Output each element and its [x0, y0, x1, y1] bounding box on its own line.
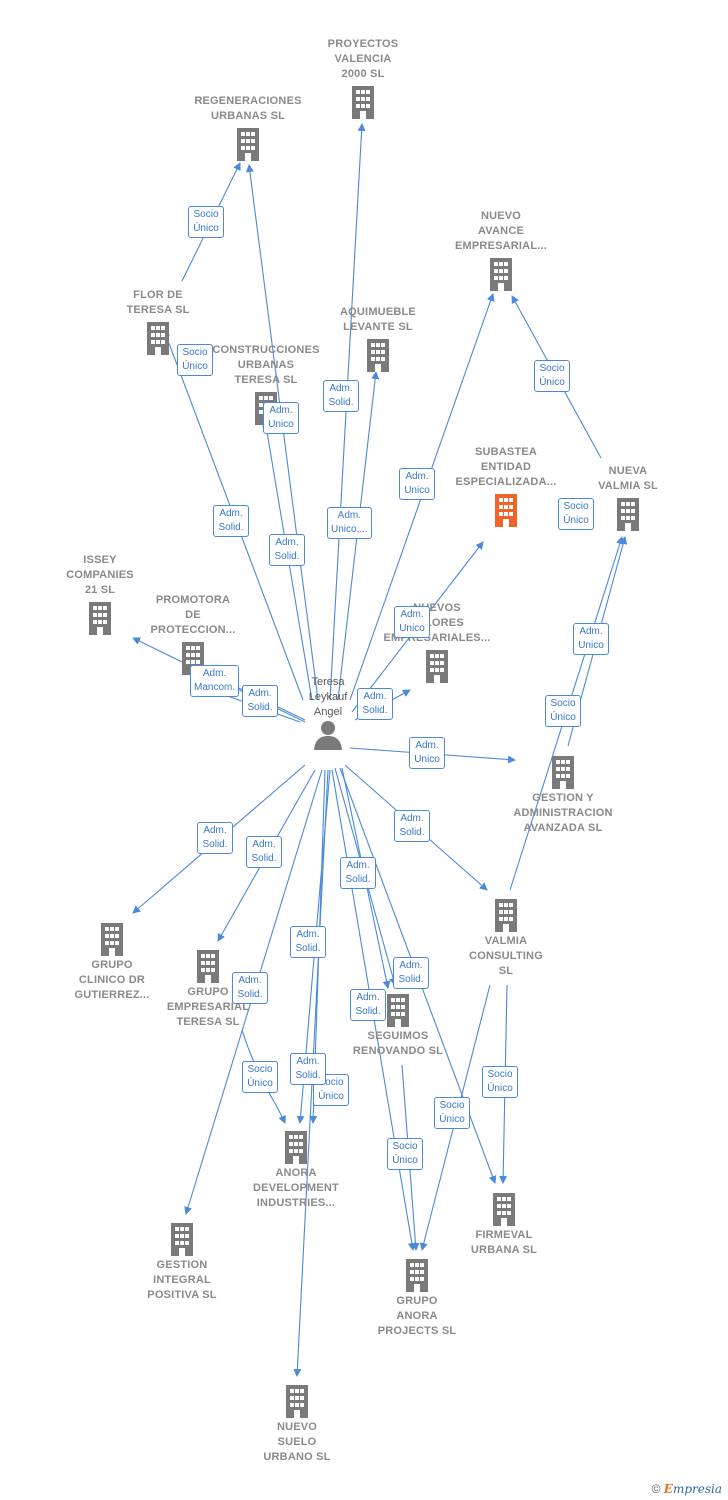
building-icon [406, 1259, 428, 1292]
edge-label[interactable]: Adm. Solid. [246, 836, 282, 868]
company-label: FLOR DE TERESA SL [126, 289, 190, 316]
edge-label[interactable]: Adm. Unico,... [327, 507, 372, 539]
building-icon [426, 650, 448, 683]
building-icon [367, 339, 389, 372]
company-nuevo-suelo[interactable]: NUEVO SUELO URBANO SL [227, 1385, 367, 1465]
edge-label[interactable]: Adm. Unico [399, 468, 435, 500]
company-subastea[interactable]: SUBASTEA ENTIDAD ESPECIALIZADA... [436, 446, 576, 527]
edge-label[interactable]: Socio Único [387, 1138, 423, 1170]
edge-label[interactable]: Socio Único [188, 206, 224, 238]
company-label: SEGUIMOS RENOVANDO SL [352, 1030, 444, 1057]
company-valmia-consulting[interactable]: VALMIA CONSULTING SL [436, 899, 576, 979]
company-label: GRUPO CLINICO DR GUTIERREZ... [74, 959, 150, 1001]
edge-label[interactable]: Adm. Solid. [269, 534, 305, 566]
company-label: CONSTRUCCIONES URBANAS TERESA SL [212, 344, 320, 386]
building-icon [495, 494, 517, 527]
company-nuevo-avance[interactable]: NUEVO AVANCE EMPRESARIAL... [431, 210, 571, 291]
edge-label[interactable]: Adm. Solid. [290, 1053, 326, 1085]
company-anora-development[interactable]: ANORA DEVELOPMENT INDUSTRIES... [226, 1131, 366, 1211]
edge-label[interactable]: Adm. Solid. [394, 810, 430, 842]
edge-label[interactable]: Socio Único [545, 695, 581, 727]
edge-label[interactable]: Adm. Solid. [213, 505, 249, 537]
company-label: NUEVOS VALORES EMPRESARIALES... [383, 602, 491, 644]
building-icon [490, 258, 512, 291]
company-grupo-anora[interactable]: GRUPO ANORA PROJECTS SL [347, 1259, 487, 1339]
building-icon [285, 1131, 307, 1164]
company-label: VALMIA CONSULTING SL [469, 935, 543, 977]
edge-label[interactable]: Adm. Unico [409, 737, 445, 769]
edge-label[interactable]: Adm. Unico [573, 623, 609, 655]
edge-label[interactable]: Socio Único [558, 498, 594, 530]
company-label: ANORA DEVELOPMENT INDUSTRIES... [253, 1167, 339, 1209]
building-icon [89, 602, 111, 635]
brand-logo: Empresia [663, 1482, 722, 1496]
company-label: AQUIMUEBLE LEVANTE SL [340, 306, 416, 333]
edge-label[interactable]: Adm. Solid. [242, 685, 278, 717]
company-label: GESTION INTEGRAL POSITIVA SL [147, 1259, 217, 1301]
edge-label[interactable]: Socio Único [177, 344, 213, 376]
company-proyectos-valencia[interactable]: PROYECTOS VALENCIA 2000 SL [293, 38, 433, 119]
edge-label[interactable]: Socio Único [434, 1097, 470, 1129]
building-icon [387, 994, 409, 1027]
company-label: PROYECTOS VALENCIA 2000 SL [327, 38, 399, 80]
building-icon [495, 899, 517, 932]
person-name: Teresa Leykauf Angel [308, 676, 348, 718]
building-icon [237, 128, 259, 161]
building-icon [171, 1223, 193, 1256]
building-icon [197, 950, 219, 983]
company-grupo-empresarial[interactable]: GRUPO EMPRESARIAL TERESA SL [138, 950, 278, 1030]
company-nueva-valmia[interactable]: NUEVA VALMIA SL [558, 465, 698, 531]
edge-label[interactable]: Socio Único [534, 360, 570, 392]
building-icon [147, 322, 169, 355]
edge-label[interactable]: Adm. Solid. [340, 857, 376, 889]
company-regeneraciones[interactable]: REGENERACIONES URBANAS SL [178, 95, 318, 161]
building-icon [286, 1385, 308, 1418]
company-label: REGENERACIONES URBANAS SL [194, 95, 302, 122]
edge-label[interactable]: Adm. Mancom. [190, 665, 240, 697]
edge-label[interactable]: Adm. Unico [263, 402, 299, 434]
person-teresa-leykauf[interactable]: Teresa Leykauf Angel [288, 675, 368, 750]
edge-label[interactable]: Adm. Solid. [290, 926, 326, 958]
company-grupo-clinico[interactable]: GRUPO CLINICO DR GUTIERREZ... [42, 923, 182, 1003]
company-gestion-integral[interactable]: GESTION INTEGRAL POSITIVA SL [112, 1223, 252, 1303]
edge-label[interactable]: Adm. Solid. [393, 957, 429, 989]
company-label: NUEVO SUELO URBANO SL [263, 1421, 331, 1463]
company-label: PROMOTORA DE PROTECCION... [150, 594, 236, 636]
building-icon [352, 86, 374, 119]
company-label: GRUPO ANORA PROJECTS SL [377, 1295, 457, 1337]
edge-label[interactable]: Adm. Solid. [232, 972, 268, 1004]
person-icon [314, 721, 342, 750]
company-promotora[interactable]: PROMOTORA DE PROTECCION... [123, 594, 263, 675]
company-label: NUEVA VALMIA SL [598, 465, 658, 492]
company-flor-teresa[interactable]: FLOR DE TERESA SL [88, 289, 228, 355]
building-icon [493, 1193, 515, 1226]
edge-label[interactable]: Adm. Solid. [350, 989, 386, 1021]
company-label: NUEVO AVANCE EMPRESARIAL... [454, 210, 548, 252]
company-label: ISSEY COMPANIES 21 SL [66, 554, 134, 596]
company-seguimos[interactable]: SEGUIMOS RENOVANDO SL [328, 994, 468, 1059]
company-nuevos-valores[interactable]: NUEVOS VALORES EMPRESARIALES... [367, 602, 507, 683]
edge-label[interactable]: Adm. Solid. [357, 688, 393, 720]
building-icon [552, 756, 574, 789]
edge-label[interactable]: Adm. Unico [394, 606, 430, 638]
company-label: FIRMEVAL URBANA SL [470, 1229, 538, 1256]
company-label: GESTION Y ADMINISTRACION AVANZADA SL [513, 792, 613, 834]
edge-label[interactable]: Socio Único [242, 1061, 278, 1093]
footer-brand: © Empresia [652, 1482, 722, 1496]
edge-person-proyectos [329, 123, 366, 701]
company-label: SUBASTEA ENTIDAD ESPECIALIZADA... [455, 446, 557, 488]
edge-label[interactable]: Adm. Solid. [197, 822, 233, 854]
company-aquimueble[interactable]: AQUIMUEBLE LEVANTE SL [308, 306, 448, 372]
building-icon [617, 498, 639, 531]
company-gestion-admin[interactable]: GESTION Y ADMINISTRACION AVANZADA SL [493, 756, 633, 836]
edge-label[interactable]: Socio Único [482, 1066, 518, 1098]
company-label: GRUPO EMPRESARIAL TERESA SL [166, 986, 250, 1028]
building-icon [101, 923, 123, 956]
edge-label[interactable]: Adm. Solid. [323, 380, 359, 412]
copyright-symbol: © [651, 1482, 661, 1496]
company-firmeval[interactable]: FIRMEVAL URBANA SL [434, 1193, 574, 1258]
company-issey[interactable]: ISSEY COMPANIES 21 SL [30, 554, 170, 635]
